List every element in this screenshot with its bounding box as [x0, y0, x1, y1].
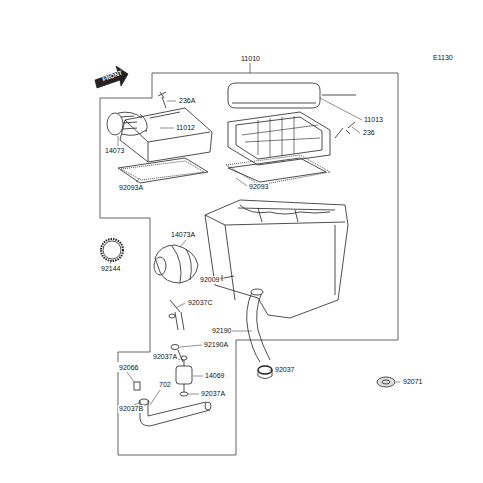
callout-number: 11012	[175, 124, 196, 132]
callout-number: 14073	[104, 147, 125, 155]
callout-number: 14073A	[170, 231, 196, 239]
callout-number: 92037A	[200, 390, 226, 398]
callout-number: 92190	[211, 327, 232, 335]
callout-number: 92190A	[203, 341, 229, 349]
callout-number: 92066	[118, 364, 139, 372]
callout-number: 92037	[274, 366, 295, 374]
callout-number: 702	[158, 381, 172, 389]
callout-number: 92093	[248, 183, 269, 191]
callout-number: 14069	[204, 372, 225, 380]
callout-number: 236	[362, 129, 376, 137]
callout-number: 92144	[100, 265, 121, 273]
callout-number: 11013	[363, 116, 384, 124]
callout-number: E1130	[432, 54, 454, 62]
callout-number: 92009	[199, 276, 220, 284]
callout-number: 92037B	[118, 405, 144, 413]
callout-number: 92037C	[187, 299, 214, 307]
callout-number: 92037A	[152, 353, 178, 361]
callout-number: 236A	[178, 97, 196, 105]
callout-number: 11010	[240, 55, 261, 63]
callout-number: 92093A	[118, 184, 144, 192]
callout-number: 92071	[402, 378, 423, 386]
